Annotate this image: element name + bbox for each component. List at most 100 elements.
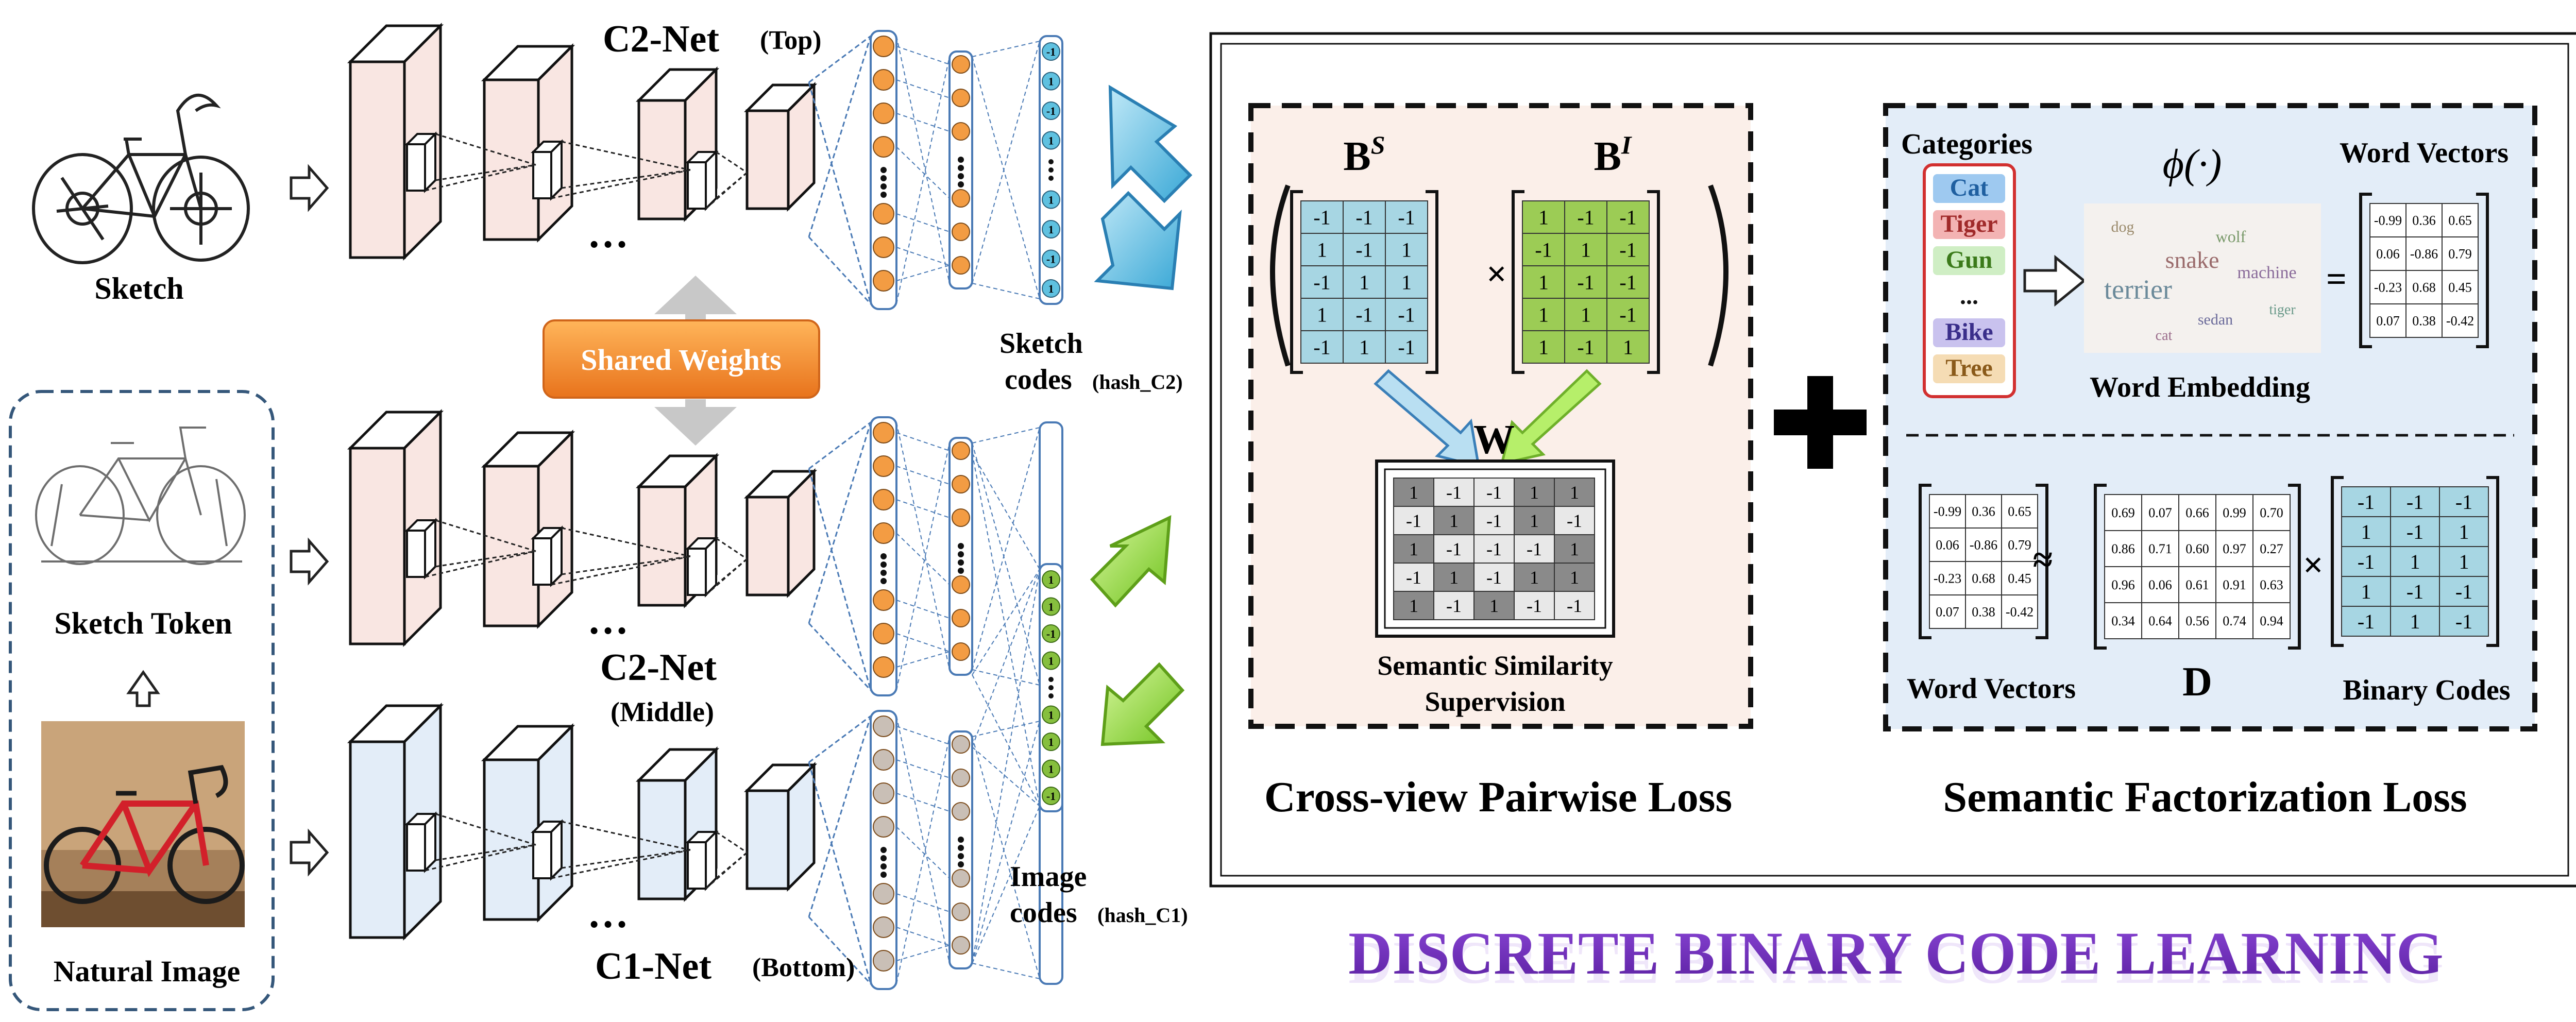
c2-net-middle-stack: …	[347, 408, 1063, 696]
top-net-tag: (Top)	[760, 26, 821, 55]
matrix-cell-value: 0.07	[2148, 505, 2172, 520]
matrix-cell-value: -1	[1486, 539, 1502, 559]
fc2-dot	[958, 853, 964, 859]
fc-connection	[972, 442, 1040, 686]
matrix-cell-value: -1	[1535, 239, 1552, 262]
matrix-cell-value: -1	[1313, 271, 1330, 294]
banner-title: DISCRETE BINARY CODE LEARNING	[1348, 919, 2444, 987]
matrix-cell-value: 1	[1489, 595, 1499, 616]
fc-connection	[896, 927, 950, 946]
matrix-cell-value: 0.70	[2260, 505, 2283, 520]
kernel-box	[687, 548, 707, 596]
fc-connection	[808, 36, 872, 237]
fc2-dot	[958, 837, 964, 843]
bi-label: BI	[1594, 130, 1632, 179]
sketch-label: Sketch	[94, 271, 183, 305]
factorization-title: Semantic Factorization Loss	[1943, 773, 2467, 821]
matrix-cell	[1564, 200, 1607, 234]
receptive-line	[425, 844, 536, 872]
fc-connection	[896, 499, 950, 518]
matrix-cell-value: -1	[2455, 580, 2472, 603]
code-bit-value: 1	[1048, 601, 1054, 614]
sketch-bicycle-icon	[32, 93, 250, 264]
word-cloud-word: terrier	[2104, 274, 2172, 305]
matrix-cell-value: -1	[2358, 490, 2375, 514]
matrix-cell-value: 1	[1317, 303, 1327, 327]
code-bit	[1042, 705, 1060, 724]
fc2-node	[952, 936, 970, 955]
matrix-cell	[1433, 591, 1475, 620]
shared-weights-box	[543, 319, 820, 399]
fc-connection	[896, 736, 950, 984]
fc-connection	[972, 453, 1040, 807]
code-bit	[1042, 72, 1060, 91]
word-vectors-label-top: Word Vectors	[2340, 137, 2509, 169]
shared-up-arrow-icon	[654, 276, 737, 322]
fc1-node	[873, 589, 894, 611]
fc1-node	[873, 656, 894, 678]
receptive-line	[435, 550, 536, 568]
matrix-cell	[2442, 270, 2479, 304]
matrix-cell	[2442, 236, 2479, 271]
matrix-cell-value: 0.68	[2412, 280, 2436, 295]
code-bit-value: -1	[1046, 627, 1056, 640]
matrix-cell	[2341, 486, 2391, 517]
fc-connection	[896, 651, 950, 668]
matrix-cell	[1522, 200, 1565, 234]
matrix-cell-value: -0.23	[1934, 571, 1961, 586]
fc1-dot	[880, 570, 887, 576]
code-bit	[1042, 787, 1060, 805]
fc2-node	[952, 55, 970, 74]
matrix-cell	[1385, 330, 1428, 364]
receptive-line	[716, 151, 748, 174]
matrix-cell	[1554, 534, 1595, 564]
matrix-cell	[1606, 265, 1650, 299]
category-name: ...	[1960, 282, 1978, 310]
word-vectors-label-bottom: Word Vectors	[1907, 673, 2076, 705]
matrix-cell-value: -1	[1486, 567, 1502, 588]
matrix-cell-value: 0.07	[2376, 314, 2400, 329]
kernel-box	[687, 161, 707, 210]
fc2-node	[952, 802, 970, 821]
code-bit	[1042, 42, 1060, 61]
matrix-cell-value: -1	[1567, 595, 1582, 616]
fc-connection	[896, 793, 950, 812]
categories-label: Categories	[1901, 128, 2032, 160]
matrix-cell-value: -1	[1619, 303, 1636, 327]
fc2-node	[952, 609, 970, 627]
matrix-cell-value: -1	[1619, 271, 1636, 294]
matrix-cell	[2252, 494, 2291, 531]
input-dashed-frame	[9, 390, 275, 1011]
matrix-right-bracket	[1426, 190, 1438, 374]
matrix-cell-value: -0.23	[2374, 280, 2402, 295]
kernel-side	[705, 149, 717, 211]
fc-connection	[972, 674, 1040, 807]
fc2-dot	[958, 181, 964, 188]
receptive-line	[716, 172, 748, 199]
fc-connection	[896, 46, 950, 65]
code-bit	[1042, 220, 1060, 239]
matrix-left-bracket	[1290, 190, 1303, 374]
fc2-node	[952, 441, 970, 460]
kernel-box	[532, 151, 552, 199]
word-cloud-word: cat	[2156, 328, 2173, 344]
matrix-cell-value: -1	[2406, 490, 2424, 514]
matrix-cell-value: -1	[1406, 567, 1421, 588]
matrix-cell-value: -0.86	[1970, 538, 1997, 553]
receptive-line	[551, 555, 691, 586]
matrix-cell-value: 0.79	[2008, 538, 2031, 553]
kernel-side	[424, 131, 436, 193]
matrix-cell-value: -0.99	[1934, 504, 1961, 519]
receptive-line	[716, 831, 748, 854]
matrix-cell	[2215, 602, 2253, 639]
matrix-cell-value: -0.86	[2410, 247, 2438, 262]
matrix-cell	[1606, 200, 1650, 234]
matrix-cell-value: 0.66	[2185, 505, 2209, 520]
pairwise-times: ×	[1486, 254, 1507, 294]
matrix-cell-value: -1	[1446, 539, 1462, 559]
matrix-cell-value: -1	[1577, 206, 1594, 229]
